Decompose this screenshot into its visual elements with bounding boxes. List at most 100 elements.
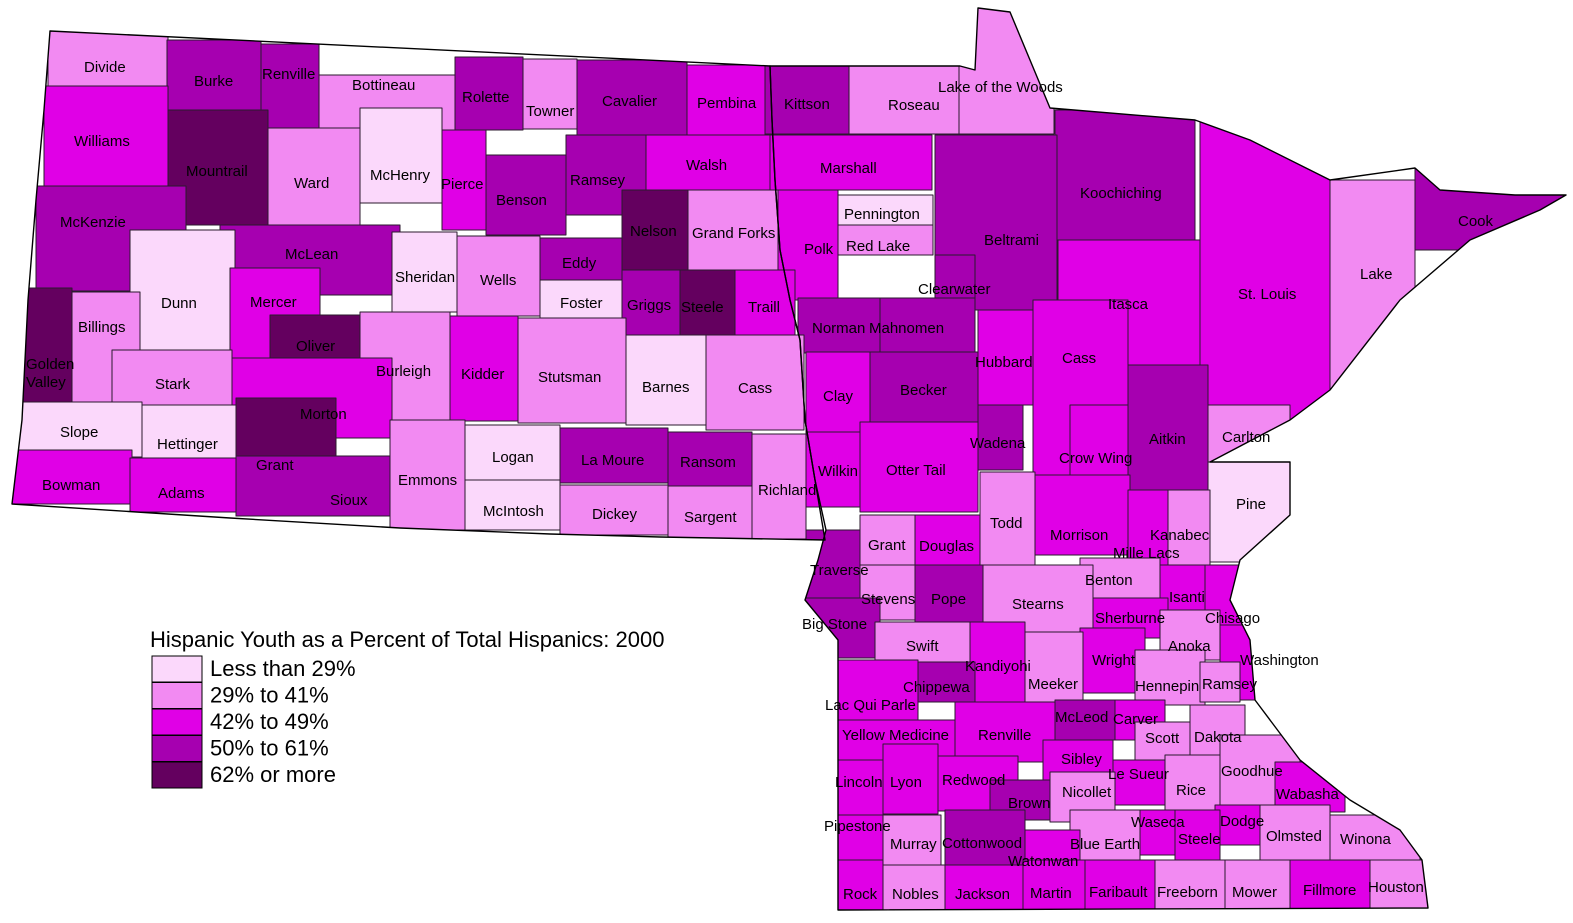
county-label-cook-28: Cook	[1458, 213, 1494, 230]
county-label-wadena-63: Wadena	[970, 435, 1026, 452]
county-label-benson-16: Benson	[496, 192, 547, 209]
county-griggs-36	[621, 269, 681, 336]
county-label-dickey-78: Dickey	[592, 506, 638, 523]
county-label-kandiyohi-98: Kandiyohi	[965, 658, 1031, 675]
county-label-la-moure-65: La Moure	[581, 452, 644, 469]
county-slope-59	[17, 401, 143, 458]
county-label-golden-valley-47-1: Valley	[26, 374, 66, 391]
county-freeborn-136	[1154, 859, 1226, 910]
county-steele-124	[1174, 809, 1221, 861]
county-label-dakota-110: Dakota	[1194, 729, 1242, 746]
county-label-bowman-73: Bowman	[42, 477, 100, 494]
county-mcintosh-77	[464, 479, 561, 531]
county-label-kittson-8: Kittson	[784, 96, 830, 113]
county-label-slope-59: Slope	[60, 424, 98, 441]
legend-label-c4: 50% to 61%	[210, 736, 329, 761]
county-label-polk-26: Polk	[804, 241, 834, 258]
county-label-aitkin-61: Aitkin	[1149, 431, 1186, 448]
county-ramsey-103	[1199, 661, 1241, 703]
county-sheridan-30	[391, 231, 458, 313]
county-label-wabasha-120: Wabasha	[1276, 786, 1339, 803]
county-label-dunn-33: Dunn	[161, 295, 197, 312]
county-cass-52	[705, 334, 805, 431]
county-label-kidder-49: Kidder	[461, 366, 504, 383]
county-label-logan-64: Logan	[492, 449, 534, 466]
county-label-chisago-93: Chisago	[1205, 610, 1260, 627]
county-label-le-sueur-112: Le Sueur	[1108, 766, 1169, 783]
county-nelson-22	[621, 189, 689, 271]
county-golden-valley-47	[21, 287, 73, 409]
county-kidder-49	[449, 315, 519, 422]
county-label-grant-83: Grant	[868, 537, 906, 554]
county-label-mercer-34: Mercer	[250, 294, 297, 311]
county-label-watonwan-130: Watonwan	[1008, 853, 1078, 870]
county-label-olmsted-128: Olmsted	[1266, 828, 1322, 845]
county-label-mckenzie-21: McKenzie	[60, 214, 126, 231]
county-label-sibley-111: Sibley	[1061, 751, 1102, 768]
county-label-mchenry-14: McHenry	[370, 167, 431, 184]
county-label-washington-97: Washington	[1240, 652, 1319, 669]
county-label-morton-58: Morton	[300, 406, 347, 423]
county-label-carlton-62: Carlton	[1222, 429, 1270, 446]
county-label-traill-38: Traill	[748, 299, 780, 316]
county-label-goodhue-113: Goodhue	[1221, 763, 1283, 780]
county-wilkin-67	[805, 431, 861, 508]
county-label-steele-124: Steele	[1178, 831, 1221, 848]
county-label-renville-2: Renville	[262, 66, 315, 83]
county-label-wright-99: Wright	[1092, 652, 1136, 669]
county-label-douglas-84: Douglas	[919, 538, 974, 555]
county-meeker-101	[1024, 631, 1084, 705]
county-olmsted-128	[1259, 804, 1331, 861]
county-label-hettinger-60: Hettinger	[157, 436, 218, 453]
county-towner-5	[522, 58, 578, 130]
county-burke-1	[166, 39, 262, 111]
county-label-isanti-91: Isanti	[1169, 589, 1205, 606]
county-label-renville-108: Renville	[978, 727, 1031, 744]
county-label-sargent-79: Sargent	[684, 509, 737, 526]
legend: Hispanic Youth as a Percent of Total His…	[150, 627, 664, 789]
county-barnes-51	[625, 334, 707, 426]
county-marshall-19	[769, 134, 933, 191]
county-label-benton-87: Benton	[1085, 572, 1133, 589]
county-renville-108	[954, 701, 1056, 763]
county-label-ward-13: Ward	[294, 175, 329, 192]
county-la-moure-65	[559, 427, 669, 484]
county-label-kanabec-82: Kanabec	[1150, 527, 1210, 544]
county-label-scott-109: Scott	[1145, 730, 1180, 747]
county-label-williams-11: Williams	[74, 133, 130, 150]
county-label-becker-56: Becker	[900, 382, 947, 399]
legend-label-c2: 29% to 41%	[210, 683, 329, 708]
county-label-hubbard-53: Hubbard	[975, 354, 1033, 371]
county-rolette-4	[454, 56, 524, 131]
county-dickey-78	[559, 484, 669, 536]
county-label-towner-5: Towner	[526, 103, 574, 120]
county-lake-42	[1329, 179, 1416, 391]
county-label-golden-valley-47-0: Golden	[26, 356, 74, 373]
county-cook-28	[1414, 167, 1566, 251]
county-sargent-79	[667, 485, 753, 541]
county-label-beltrami-27: Beltrami	[984, 232, 1039, 249]
county-label-emmons-71: Emmons	[398, 472, 457, 489]
county-label-swift-95: Swift	[906, 638, 939, 655]
county-dunn-33	[129, 229, 236, 351]
county-label-traverse-86: Traverse	[810, 562, 869, 579]
county-label-cavalier-6: Cavalier	[602, 93, 657, 110]
county-label-morrison-81: Morrison	[1050, 527, 1108, 544]
county-label-pope-89: Pope	[931, 591, 966, 608]
county-pembina-7	[686, 64, 766, 136]
county-label-burleigh-48: Burleigh	[376, 363, 431, 380]
county-label-stark-55: Stark	[155, 376, 191, 393]
minnesota-outline	[769, 7, 1567, 911]
county-label-roseau-9: Roseau	[888, 97, 940, 114]
county-label-norman-45: Norman	[812, 320, 865, 337]
county-label-ransom-66: Ransom	[680, 454, 736, 471]
county-label-pine-76: Pine	[1236, 496, 1266, 513]
county-label-crow-wing-68: Crow Wing	[1059, 450, 1132, 467]
county-martin-134	[1022, 859, 1086, 910]
county-rice-119	[1164, 754, 1221, 816]
county-label-blue-earth-127: Blue Earth	[1070, 836, 1140, 853]
county-lac-qui-parle-104	[837, 659, 919, 721]
county-label-stutsman-50: Stutsman	[538, 369, 601, 386]
